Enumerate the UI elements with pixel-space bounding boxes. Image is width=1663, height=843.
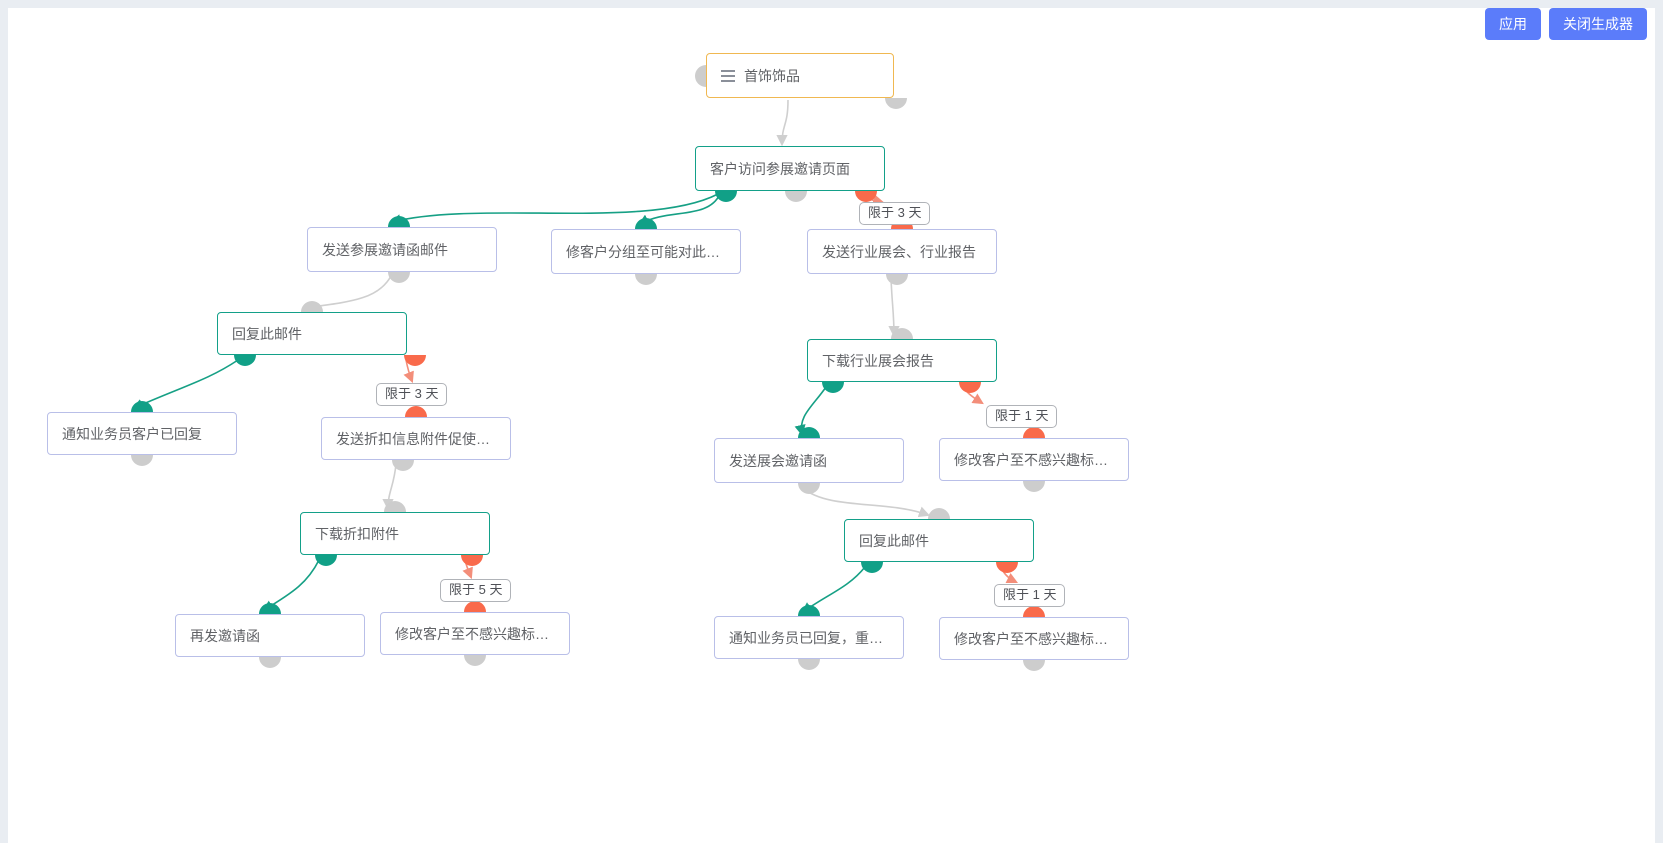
node-handle-tag1-bottom-gray[interactable] xyxy=(1023,481,1045,492)
node-handle-sendmail-top-teal[interactable] xyxy=(388,216,410,227)
node-handle-reply1-top-gray[interactable] xyxy=(301,301,323,312)
flow-edge-visit-to-sendmail[interactable] xyxy=(389,193,719,226)
node-label: 通知业务员已回复，重点跟... xyxy=(729,629,889,646)
flow-edge-sendinv-to-reply2[interactable] xyxy=(802,487,931,518)
node-handle-reinv-top-teal[interactable] xyxy=(259,603,281,614)
node-handle-sendinv-bottom-gray[interactable] xyxy=(798,483,820,494)
node-handle-reply2-bottom-red[interactable] xyxy=(996,562,1018,573)
node-handle-visit-bottom-teal[interactable] xyxy=(715,191,737,202)
node-label: 再发邀请函 xyxy=(190,627,260,644)
node-handle-tag3-top-red[interactable] xyxy=(1023,606,1045,617)
flow-node-discount[interactable]: 发送折扣信息附件促使客户... xyxy=(321,417,511,460)
flow-edge-sendrep-to-dlrep[interactable] xyxy=(888,277,900,338)
flow-node-visit[interactable]: 客户访问参展邀请页面 xyxy=(695,146,885,191)
node-handle-reinv-bottom-gray[interactable] xyxy=(259,657,281,668)
flow-edge-root-to-visit[interactable] xyxy=(776,99,789,147)
node-handle-tag3-bottom-gray[interactable] xyxy=(1023,660,1045,671)
edge-layer xyxy=(131,99,1019,614)
flow-node-regroup[interactable]: 修客户分组至可能对此展会... xyxy=(551,229,741,274)
flow-node-reinv[interactable]: 再发邀请函 xyxy=(175,614,365,657)
flow-node-sendrep[interactable]: 发送行业展会、行业报告 xyxy=(807,229,997,274)
node-handle-root-left-gray[interactable] xyxy=(695,64,706,87)
node-handle-visit-bottom-red[interactable] xyxy=(855,191,877,202)
node-label: 发送展会邀请函 xyxy=(729,452,827,469)
node-handle-dlrep-bottom-red[interactable] xyxy=(959,382,981,393)
node-handle-discount-top-red[interactable] xyxy=(405,406,427,417)
flow-node-dlrep[interactable]: 下载行业展会报告 xyxy=(807,339,997,382)
node-label: 通知业务员客户已回复 xyxy=(62,425,202,442)
node-handle-reply2-top-gray[interactable] xyxy=(928,508,950,519)
flow-node-dldisc[interactable]: 下载折扣附件 xyxy=(300,512,490,555)
toolbar: 应用 关闭生成器 xyxy=(1485,8,1647,40)
node-handle-root-bottom-gray[interactable] xyxy=(885,98,907,109)
node-label: 发送参展邀请函邮件 xyxy=(322,241,448,258)
node-handle-dlrep-bottom-teal[interactable] xyxy=(822,382,844,393)
node-handle-tag2-top-red[interactable] xyxy=(464,601,486,612)
node-label: 下载折扣附件 xyxy=(315,525,399,542)
node-handle-sendmail-bottom-gray[interactable] xyxy=(388,272,410,283)
node-label: 客户访问参展邀请页面 xyxy=(710,160,850,177)
node-handle-regroup-top-teal[interactable] xyxy=(635,218,657,229)
node-handle-sendinv-top-teal[interactable] xyxy=(798,427,820,438)
node-label: 回复此邮件 xyxy=(859,532,929,549)
node-label: 修改客户至不感兴趣标签组 xyxy=(954,630,1114,647)
flow-node-notify2[interactable]: 通知业务员已回复，重点跟... xyxy=(714,616,904,659)
node-handle-reply1-bottom-teal[interactable] xyxy=(234,355,256,366)
node-handle-tag1-top-red[interactable] xyxy=(1023,427,1045,438)
node-handle-reply2-bottom-teal[interactable] xyxy=(861,562,883,573)
edge-delay-badge[interactable]: 限于 3 天 xyxy=(376,383,448,407)
flow-node-sendinv[interactable]: 发送展会邀请函 xyxy=(714,438,904,483)
node-handle-notify2-bottom-gray[interactable] xyxy=(798,659,820,670)
flow-node-root[interactable]: 首饰饰品 xyxy=(706,53,894,98)
node-label: 修改客户至不感兴趣标签组 xyxy=(954,451,1114,468)
node-handle-reply1-bottom-red[interactable] xyxy=(404,355,426,366)
edge-delay-badge[interactable]: 限于 5 天 xyxy=(440,579,512,603)
node-handle-regroup-bottom-gray[interactable] xyxy=(635,274,657,285)
node-handle-dlrep-top-gray[interactable] xyxy=(891,328,913,339)
flow-node-tag1[interactable]: 修改客户至不感兴趣标签组 xyxy=(939,438,1129,481)
apply-button[interactable]: 应用 xyxy=(1485,8,1541,40)
node-label: 修客户分组至可能对此展会... xyxy=(566,243,726,260)
edge-delay-badge[interactable]: 限于 1 天 xyxy=(994,584,1066,608)
flow-node-sendmail[interactable]: 发送参展邀请函邮件 xyxy=(307,227,497,272)
node-label: 回复此邮件 xyxy=(232,325,302,342)
node-handle-dldisc-top-gray[interactable] xyxy=(384,501,406,512)
flow-node-tag2[interactable]: 修改客户至不感兴趣标签组 xyxy=(380,612,570,655)
node-label: 修改客户至不感兴趣标签组 xyxy=(395,625,555,642)
flow-node-notify1[interactable]: 通知业务员客户已回复 xyxy=(47,412,237,455)
list-icon xyxy=(721,69,735,82)
edge-delay-badge[interactable]: 限于 1 天 xyxy=(986,405,1058,429)
flow-node-tag3[interactable]: 修改客户至不感兴趣标签组 xyxy=(939,617,1129,660)
node-handle-tag2-bottom-gray[interactable] xyxy=(464,655,486,666)
node-handle-discount-bottom-gray[interactable] xyxy=(392,460,414,471)
node-handle-dldisc-bottom-red[interactable] xyxy=(461,555,483,566)
flow-edge-reply1-to-notify1[interactable] xyxy=(131,359,239,410)
flow-node-reply2[interactable]: 回复此邮件 xyxy=(844,519,1034,562)
flow-node-reply1[interactable]: 回复此邮件 xyxy=(217,312,407,355)
node-label: 发送折扣信息附件促使客户... xyxy=(336,430,496,447)
node-label: 发送行业展会、行业报告 xyxy=(822,243,976,260)
node-label: 首饰饰品 xyxy=(744,67,800,84)
edge-delay-badge[interactable]: 限于 3 天 xyxy=(859,202,931,226)
node-handle-notify2-top-teal[interactable] xyxy=(798,605,820,616)
node-label: 下载行业展会报告 xyxy=(822,352,934,369)
node-handle-visit-bottom-gray[interactable] xyxy=(785,191,807,202)
node-handle-sendrep-bottom-gray[interactable] xyxy=(886,274,908,285)
close-generator-button[interactable]: 关闭生成器 xyxy=(1549,8,1647,40)
node-handle-notify1-top-teal[interactable] xyxy=(131,401,153,412)
node-handle-dldisc-bottom-teal[interactable] xyxy=(315,555,337,566)
node-handle-notify1-bottom-gray[interactable] xyxy=(131,455,153,466)
